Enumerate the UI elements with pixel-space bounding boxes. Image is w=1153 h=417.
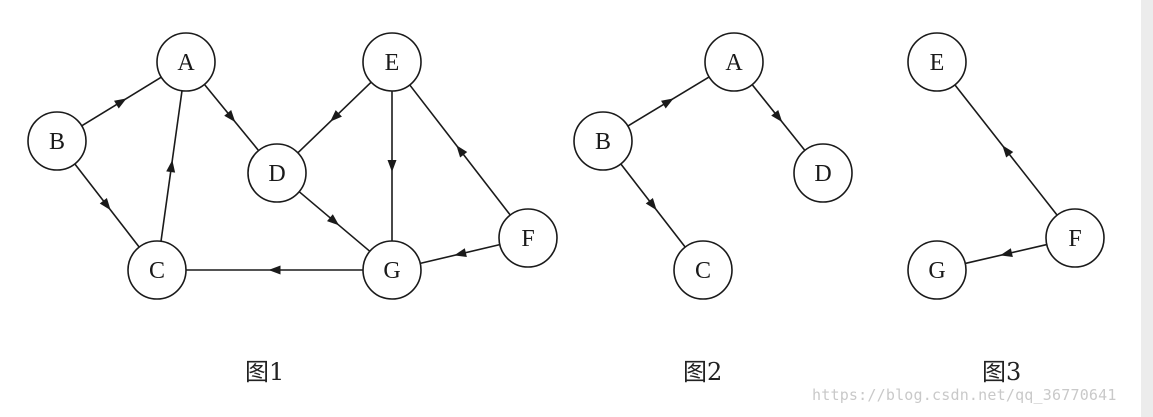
node-D-circle	[247, 143, 307, 203]
node-C-circle	[127, 240, 187, 300]
node-G-circle	[362, 240, 422, 300]
node-G-label: G	[928, 258, 945, 284]
node-F-label: F	[1068, 226, 1081, 252]
node-B-label: B	[595, 129, 611, 155]
arrowhead-E-G	[387, 160, 397, 172]
arrowhead-B-A	[114, 98, 127, 109]
figure-2-caption: 图2	[683, 358, 723, 386]
node-B-circle	[573, 111, 633, 171]
arrowhead-B-A	[661, 98, 674, 109]
arrowhead-D-G	[327, 214, 340, 226]
arrowhead-E-D	[330, 110, 342, 122]
node-A-label: A	[725, 50, 743, 76]
node-A-circle	[156, 32, 216, 92]
node-G-label: G	[383, 258, 400, 284]
node-A-label: A	[177, 50, 195, 76]
arrowhead-F-G	[1000, 248, 1013, 258]
node-E-circle	[362, 32, 422, 92]
figure-3-graph: E F G	[907, 32, 1105, 300]
node-D-label: D	[814, 161, 831, 187]
node-C-circle	[673, 240, 733, 300]
node-E-label: E	[930, 50, 945, 76]
arrowhead-F-G	[454, 248, 467, 258]
arrowhead-C-A	[166, 160, 176, 173]
page-edge-strip	[1141, 0, 1153, 417]
arrowhead-B-C	[99, 198, 111, 211]
node-B-circle	[27, 111, 87, 171]
arrowhead-G-C	[268, 265, 281, 275]
watermark-url: https://blog.csdn.net/qq_36770641	[812, 386, 1117, 404]
figure-2-graph: A B C D	[573, 32, 853, 300]
node-E-label: E	[385, 50, 400, 76]
node-D-circle	[793, 143, 853, 203]
figure-1-caption: 图1	[245, 358, 285, 386]
figure-3-caption: 图3	[982, 358, 1022, 386]
figure-1-graph: A B C D E F G	[27, 32, 558, 300]
node-G-circle	[907, 240, 967, 300]
node-F-label: F	[521, 226, 534, 252]
arrowhead-F-E	[1002, 145, 1014, 158]
node-F-circle	[1045, 208, 1105, 268]
node-A-circle	[704, 32, 764, 92]
node-E-circle	[907, 32, 967, 92]
arrowhead-A-D	[224, 110, 236, 123]
node-F-circle	[498, 208, 558, 268]
node-C-label: C	[149, 258, 165, 284]
node-C-label: C	[695, 258, 711, 284]
node-D-label: D	[268, 161, 285, 187]
arrowhead-F-E	[456, 145, 468, 158]
arrowhead-A-D	[771, 110, 783, 123]
arrowhead-B-C	[645, 198, 657, 211]
node-B-label: B	[49, 129, 65, 155]
